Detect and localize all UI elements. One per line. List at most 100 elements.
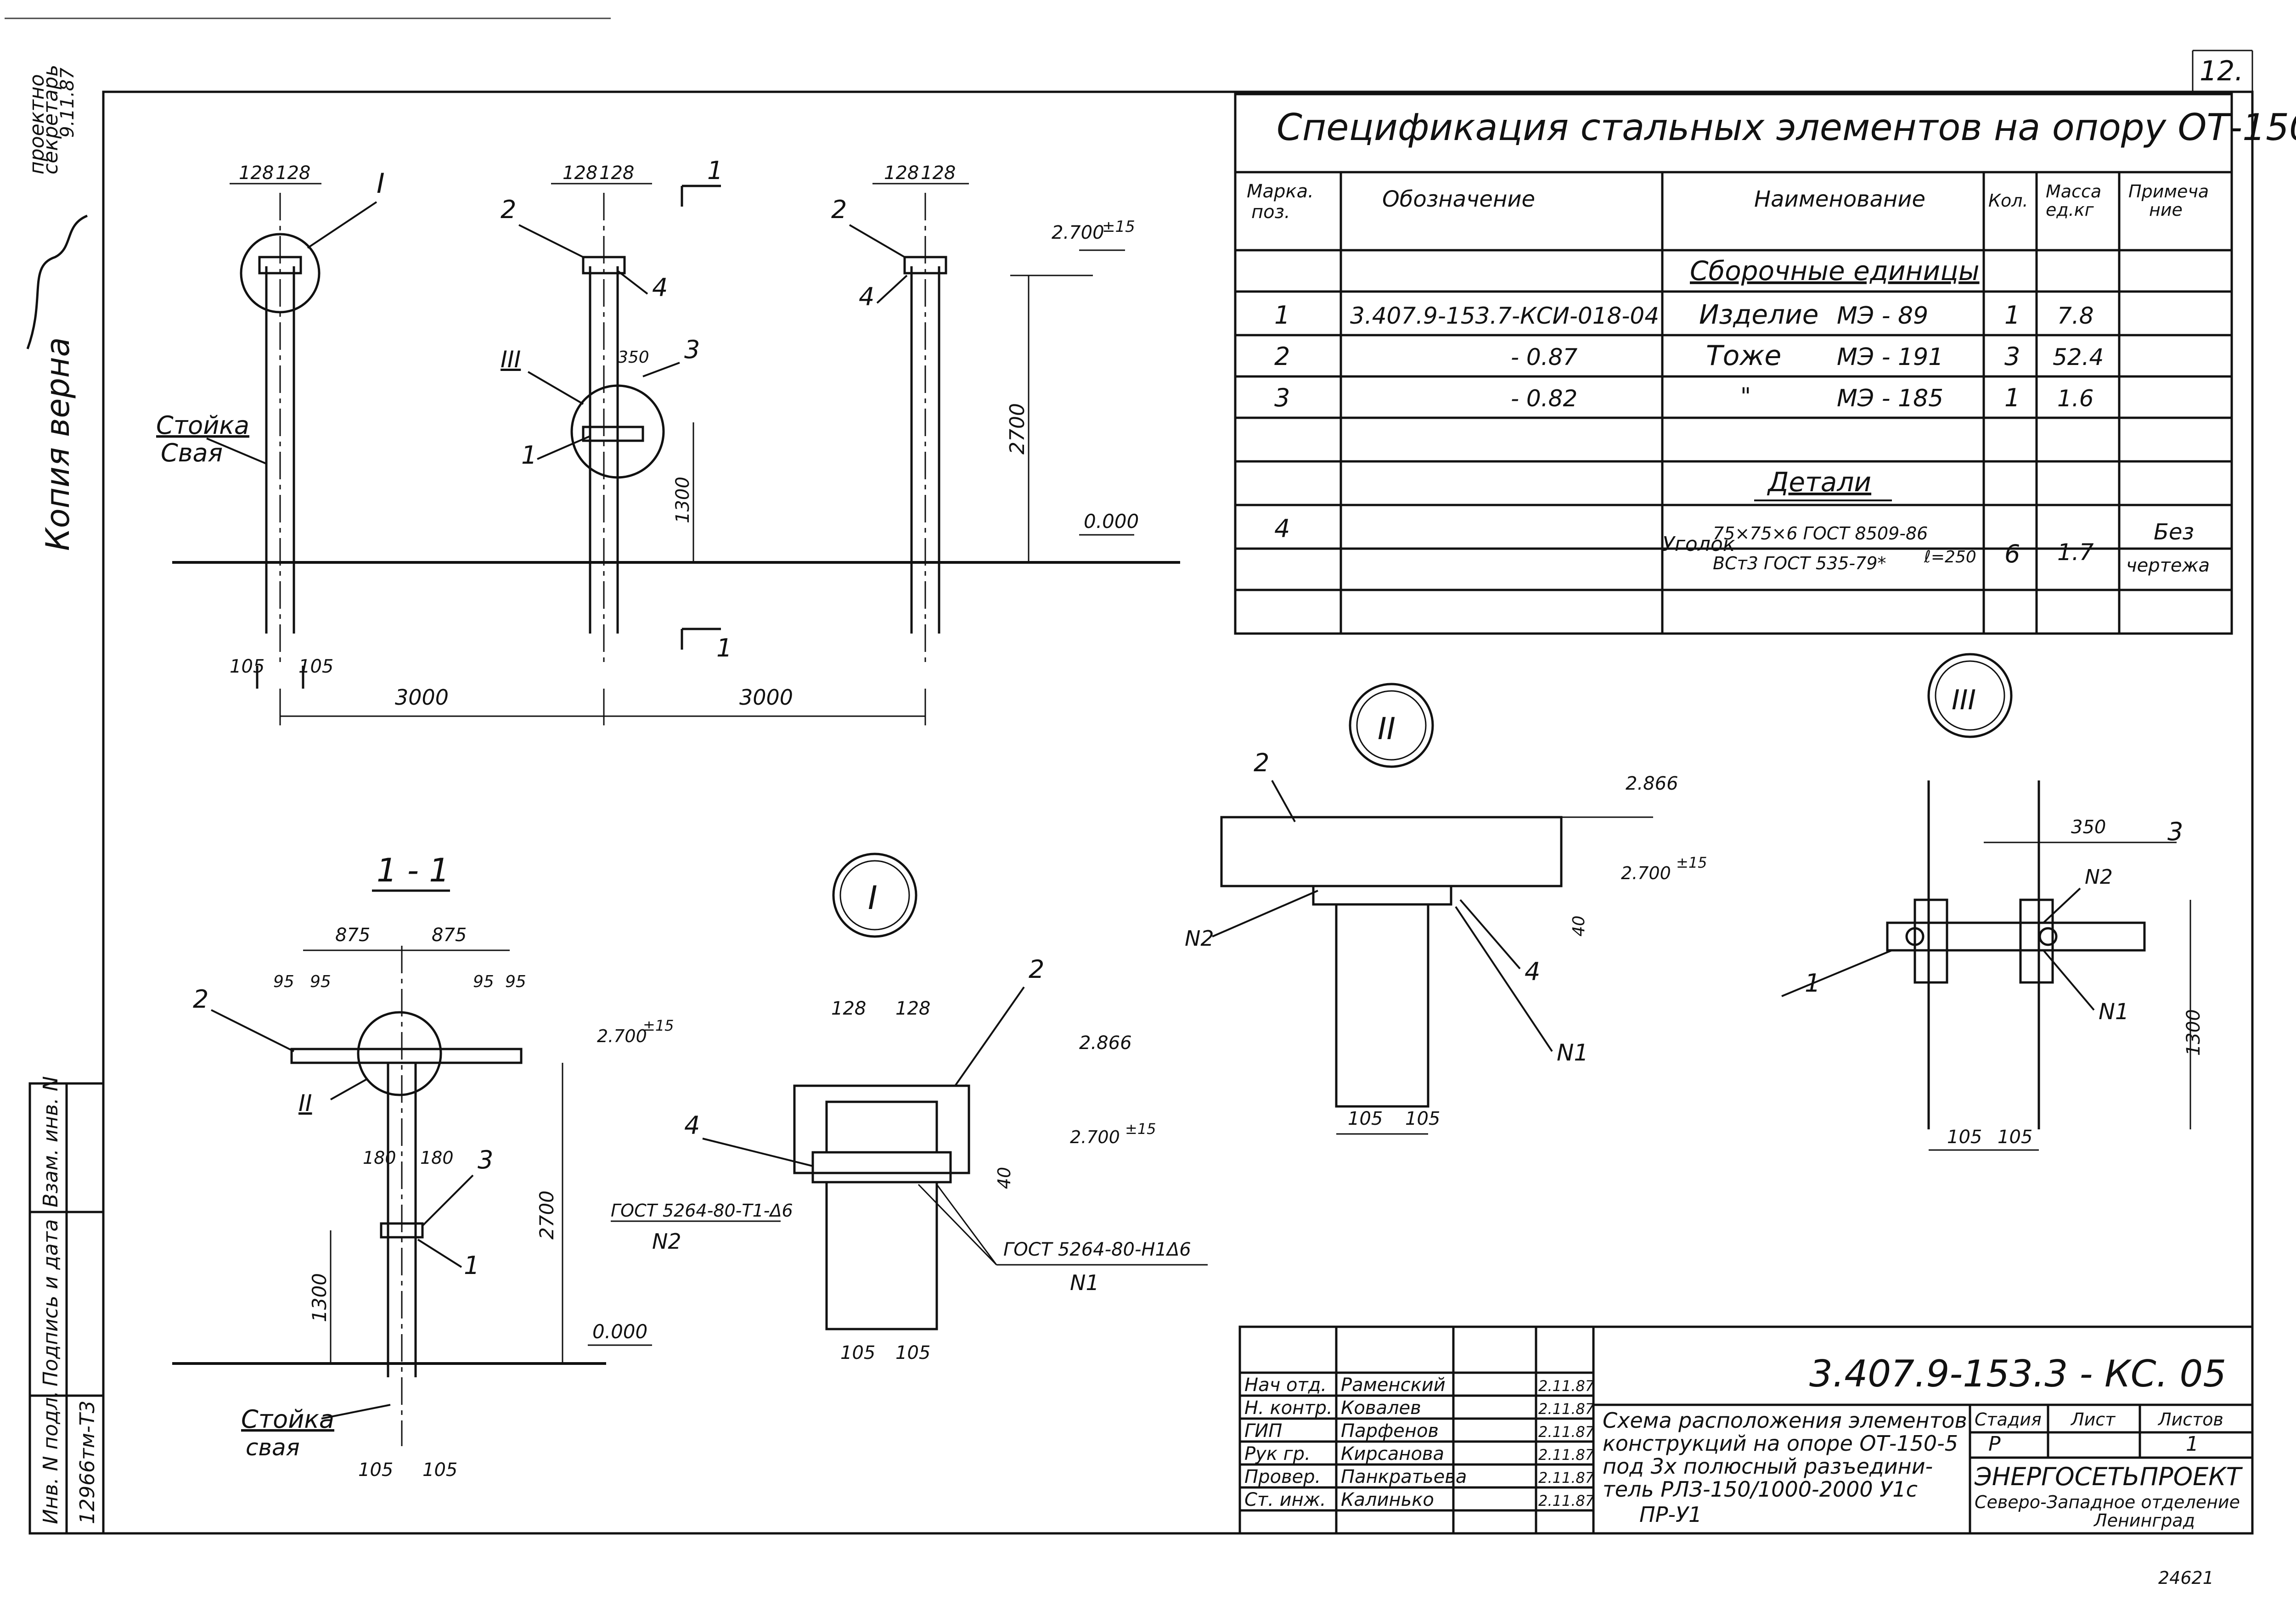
svg-text:2.700: 2.700 (597, 1026, 647, 1046)
svg-text:1: 1 (521, 441, 537, 470)
doc-code: 3.407.9-153.3 - КС. 05 (1809, 1352, 2226, 1395)
svg-text:ℓ=250: ℓ=250 (1924, 548, 1976, 567)
svg-text:2.866: 2.866 (1079, 1032, 1132, 1054)
svg-text:2.11.87: 2.11.87 (1538, 1492, 1595, 1509)
svg-text:105: 105 (1405, 1108, 1440, 1129)
svg-text:Провер.: Провер. (1244, 1466, 1321, 1487)
svg-text:N2: N2 (1185, 926, 1214, 951)
svg-text:4: 4 (684, 1111, 700, 1140)
svg-text:- 0.87: - 0.87 (1511, 344, 1577, 370)
svg-text:Схема расположения элементов: Схема расположения элементов (1603, 1408, 1967, 1433)
svg-text:N2: N2 (2085, 865, 2113, 889)
svg-text:поз.: поз. (1251, 202, 1290, 223)
svg-text:свая: свая (246, 1434, 300, 1461)
svg-text:128: 128 (884, 163, 919, 184)
svg-text:2.700: 2.700 (1070, 1127, 1120, 1147)
svg-text:N2: N2 (652, 1229, 681, 1254)
spec-table: Спецификация стальных элементов на опору… (1234, 93, 2296, 635)
svg-text:II: II (1378, 711, 1396, 746)
svg-text:180: 180 (363, 1148, 396, 1168)
svg-text:Рук гр.: Рук гр. (1244, 1443, 1311, 1464)
svg-text:Взам. инв. N: Взам. инв. N (39, 1076, 62, 1207)
pole-2 (570, 193, 665, 666)
svg-text:III: III (501, 346, 521, 373)
svg-text:12966тм-Т3: 12966тм-Т3 (76, 1400, 99, 1524)
svg-text:Раменский: Раменский (1341, 1375, 1446, 1396)
svg-text:Свая: Свая (161, 438, 223, 467)
svg-text:1300: 1300 (308, 1273, 331, 1322)
svg-text:105: 105 (230, 656, 264, 677)
svg-text:180: 180 (420, 1148, 454, 1168)
pole-3 (903, 193, 947, 666)
spec-row: 2 - 0.87 Тоже МЭ - 191 3 52.4 (1274, 340, 2104, 372)
svg-text:2: 2 (1254, 748, 1269, 777)
svg-text:2: 2 (1274, 342, 1290, 371)
svg-text:±15: ±15 (1125, 1120, 1156, 1138)
svg-text:Ковалев: Ковалев (1341, 1397, 1421, 1419)
svg-text:1300: 1300 (672, 477, 693, 523)
svg-text:ПР-У1: ПР-У1 (1639, 1502, 1702, 1527)
svg-text:чертежа: чертежа (2126, 555, 2210, 576)
svg-text:105: 105 (422, 1459, 457, 1481)
svg-text:Стойка: Стойка (156, 411, 249, 440)
svg-text:2: 2 (501, 195, 516, 224)
svg-text:3.407.9-153.7-КСИ-018-04: 3.407.9-153.7-КСИ-018-04 (1350, 303, 1659, 329)
svg-text:1: 1 (2004, 383, 2020, 412)
svg-text:875: 875 (335, 925, 370, 946)
svg-text:под 3х полюсный разъедини-: под 3х полюсный разъедини- (1603, 1454, 1933, 1479)
svg-text:4: 4 (859, 282, 874, 311)
svg-text:1: 1 (1274, 301, 1290, 330)
detail-I: I 128 128 2 2.866 4 40 2.700 ±15 ГОСТ 52… (611, 853, 1208, 1364)
svg-text:±15: ±15 (643, 1017, 674, 1034)
svg-text:Уголок: Уголок (1662, 533, 1735, 556)
svg-text:тель РЛЗ-150/1000-2000 У1с: тель РЛЗ-150/1000-2000 У1с (1603, 1477, 1918, 1502)
pole-1 (240, 193, 321, 689)
svg-text:9.11.87: 9.11.87 (57, 67, 78, 138)
svg-text:Панкратьева: Панкратьева (1341, 1466, 1467, 1487)
svg-text:95: 95 (273, 972, 294, 991)
svg-text:ГИП: ГИП (1244, 1420, 1282, 1442)
svg-text:Подпись и дата: Подпись и дата (39, 1219, 62, 1386)
section-details: Детали (1767, 466, 1871, 498)
svg-text:ВСт3 ГОСТ 535-79*: ВСт3 ГОСТ 535-79* (1713, 553, 1886, 573)
svg-text:секретарь: секретарь (39, 65, 62, 174)
svg-text:128: 128 (239, 163, 274, 184)
svg-text:1: 1 (2004, 301, 2020, 330)
svg-text:95: 95 (505, 972, 526, 991)
svg-text:Парфенов: Парфенов (1341, 1420, 1439, 1442)
svg-text:Нач отд.: Нач отд. (1244, 1375, 1327, 1396)
svg-text:4: 4 (1525, 957, 1540, 986)
spec-row: 1 3.407.9-153.7-КСИ-018-04 Изделие МЭ - … (1274, 299, 2094, 330)
title-description: Схема расположения элементов конструкций… (1603, 1408, 1967, 1527)
svg-text:I: I (868, 879, 878, 917)
section-title: 1 - 1 (377, 852, 450, 889)
spec-title: Спецификация стальных элементов на опору… (1277, 106, 2296, 149)
sheet-frame (102, 50, 2254, 1535)
svg-text:N1: N1 (1070, 1270, 1099, 1295)
svg-text:128: 128 (276, 163, 310, 184)
title-block: 3.407.9-153.3 - КС. 05 Нач отд. Раменски… (1238, 1325, 2254, 1535)
svg-text:N1: N1 (2099, 999, 2129, 1025)
svg-text:N1: N1 (1557, 1039, 1588, 1066)
svg-text:105: 105 (298, 656, 333, 677)
svg-text:Северо-Западное отделение: Северо-Западное отделение (1975, 1492, 2240, 1512)
svg-text:ГОСТ 5264-80-Н1Δ6: ГОСТ 5264-80-Н1Δ6 (1003, 1239, 1191, 1260)
svg-text:1: 1 (464, 1251, 479, 1280)
svg-text:ГОСТ 5264-80-Т1-Δ6: ГОСТ 5264-80-Т1-Δ6 (611, 1201, 793, 1221)
svg-text:40: 40 (994, 1167, 1014, 1189)
svg-text:3000: 3000 (739, 685, 793, 710)
svg-text:3: 3 (478, 1145, 493, 1174)
svg-text:128: 128 (895, 998, 930, 1019)
svg-text:128: 128 (599, 163, 634, 184)
svg-text:Н. контр.: Н. контр. (1244, 1397, 1333, 1419)
svg-text:3: 3 (2004, 342, 2020, 371)
detail-III: III 350 3 N2 1 N1 1300 105 105 (1781, 653, 2204, 1151)
svg-text:105: 105 (1998, 1127, 2032, 1148)
svg-text:105: 105 (1348, 1108, 1383, 1129)
svg-text:Ст. инж.: Ст. инж. (1244, 1489, 1326, 1510)
svg-text:2.11.87: 2.11.87 (1538, 1377, 1595, 1395)
svg-text:Наименование: Наименование (1754, 186, 1925, 212)
svg-text:1.7: 1.7 (2057, 539, 2094, 566)
svg-text:Стойка: Стойка (241, 1405, 334, 1434)
svg-text:±15: ±15 (1676, 854, 1707, 871)
